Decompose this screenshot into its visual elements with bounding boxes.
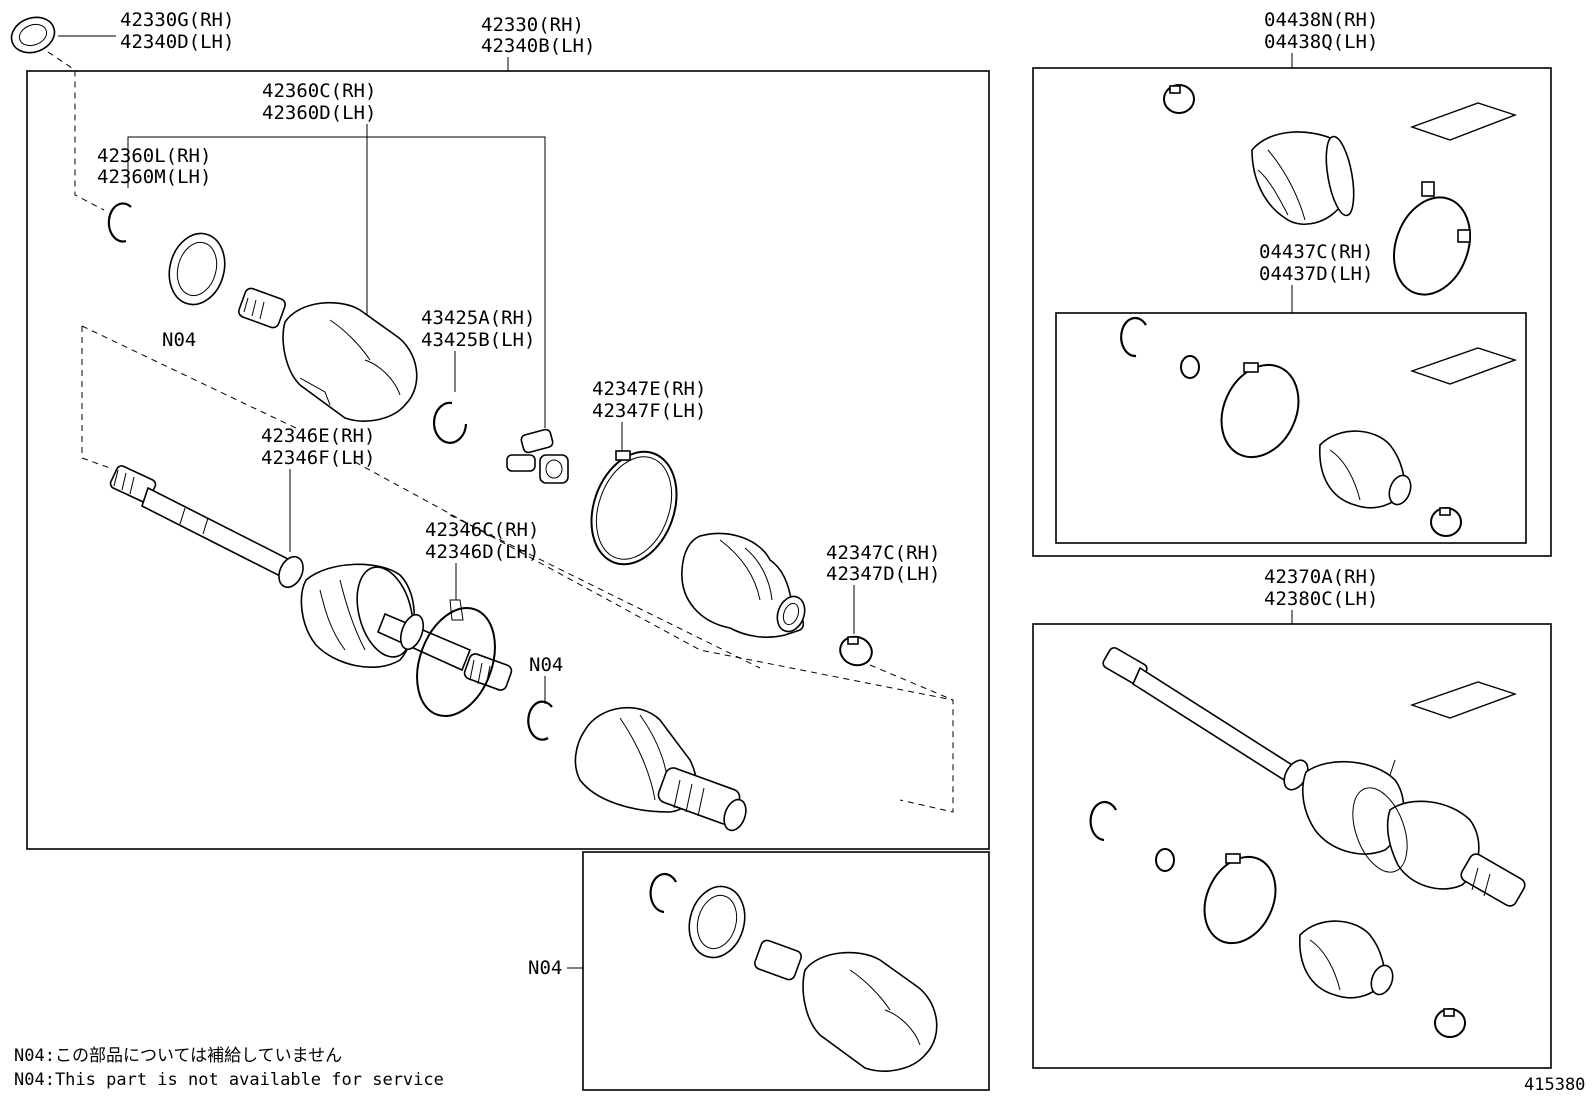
- inner-boot-kit-frame: [1055, 312, 1527, 544]
- snap-ring-icon: [107, 202, 132, 243]
- label-n04-inset: N04: [528, 957, 562, 979]
- inner-kit-large-clamp-icon: [1220, 362, 1300, 459]
- boot-kit-ring-icon: [10, 16, 56, 54]
- label-43425b: 43425B(LH): [421, 329, 535, 351]
- rear-shaft-parts: [1089, 647, 1526, 1038]
- label-04437c: 04437C(RH): [1259, 241, 1373, 263]
- label-n04-ring: N04: [162, 329, 196, 351]
- label-42347d: 42347D(LH): [826, 563, 940, 585]
- label-42347f: 42347F(LH): [592, 400, 706, 422]
- label-42360m: 42360M(LH): [97, 166, 211, 188]
- rear-boot-joint-icon: [1301, 759, 1526, 907]
- rear-boot-icon: [1299, 920, 1394, 999]
- callout-labels: 42330G(RH) 42340D(LH) 42330(RH) 42340B(L…: [14, 9, 1585, 1095]
- leader-lines: [58, 35, 1293, 969]
- kit-small-clamp-icon: [1163, 84, 1195, 114]
- inner-kit-circlip-icon: [1180, 355, 1200, 379]
- label-42370a: 42370A(RH): [1264, 566, 1378, 588]
- large-clamp-icon: [590, 450, 678, 566]
- label-42346f: 42346F(LH): [261, 447, 375, 469]
- label-43425a: 43425A(RH): [421, 307, 535, 329]
- label-42347c: 42347C(RH): [826, 542, 940, 564]
- label-42330g: 42330G(RH): [120, 9, 234, 31]
- grease-packet-icon: [1409, 102, 1518, 141]
- label-42360c: 42360C(RH): [262, 80, 376, 102]
- label-42346e: 42346E(RH): [261, 425, 375, 447]
- rear-large-clamp-icon: [1203, 853, 1277, 945]
- rear-drive-shaft-icon: [1102, 647, 1309, 791]
- damper-icon: [416, 599, 496, 718]
- tripod-icon: [506, 428, 569, 484]
- outer-cv-joint-icon: [574, 706, 747, 832]
- label-42330: 42330(RH): [481, 14, 584, 36]
- inset-parts: [649, 872, 938, 1072]
- note-japanese: N04:この部品については補給していません: [14, 1046, 342, 1066]
- inboard-joint-icon: [238, 287, 418, 422]
- label-04438n: 04438N(RH): [1264, 9, 1378, 31]
- n04-snap-ring-icon: [527, 700, 553, 741]
- label-42346d: 42346D(LH): [425, 541, 539, 563]
- outboard-joint-icon: [300, 563, 415, 668]
- label-04437d: 04437D(LH): [1259, 263, 1373, 285]
- inner-kit-snap-ring-icon: [1120, 316, 1147, 358]
- seal-ring-icon: [168, 232, 226, 306]
- inner-kit-grease-packet-icon: [1409, 347, 1518, 385]
- rear-grease-packet-icon: [1409, 681, 1518, 719]
- rear-snap-ring-icon: [1089, 800, 1117, 842]
- kit-large-clamp-icon: [1393, 181, 1471, 296]
- label-42340b: 42340B(LH): [481, 35, 595, 57]
- rear-circlip-icon: [1155, 848, 1175, 872]
- inner-boot-kit-parts: [1120, 316, 1518, 537]
- label-42380c: 42380C(LH): [1264, 588, 1378, 610]
- drive-shaft-icon: [109, 465, 304, 589]
- label-42347e: 42347E(RH): [592, 378, 706, 400]
- label-42340d: 42340D(LH): [120, 31, 234, 53]
- label-42360d: 42360D(LH): [262, 102, 376, 124]
- outer-boot-icon: [1251, 131, 1355, 226]
- figure-id: 415380: [1524, 1075, 1585, 1095]
- label-42346c: 42346C(RH): [425, 519, 539, 541]
- note-english: N04:This part is not available for servi…: [14, 1070, 444, 1090]
- small-clamp-icon: [839, 635, 873, 667]
- label-04438q: 04438Q(LH): [1264, 31, 1378, 53]
- dashed-guides: [47, 51, 954, 813]
- rear-small-clamp-icon: [1434, 1008, 1466, 1038]
- inner-kit-small-clamp-icon: [1430, 507, 1462, 537]
- inner-boot-icon: [1319, 430, 1412, 509]
- outer-boot-kit-parts: [1163, 84, 1518, 296]
- label-42360l: 42360L(RH): [97, 145, 211, 167]
- inboard-boot-icon: [681, 532, 806, 638]
- inset-snap-ring-icon: [649, 872, 677, 914]
- tripod-snap-ring-icon: [432, 401, 468, 444]
- service-inset-frame: [582, 851, 990, 1091]
- stub-shaft-icon: [376, 612, 513, 691]
- label-n04-outer: N04: [529, 654, 563, 676]
